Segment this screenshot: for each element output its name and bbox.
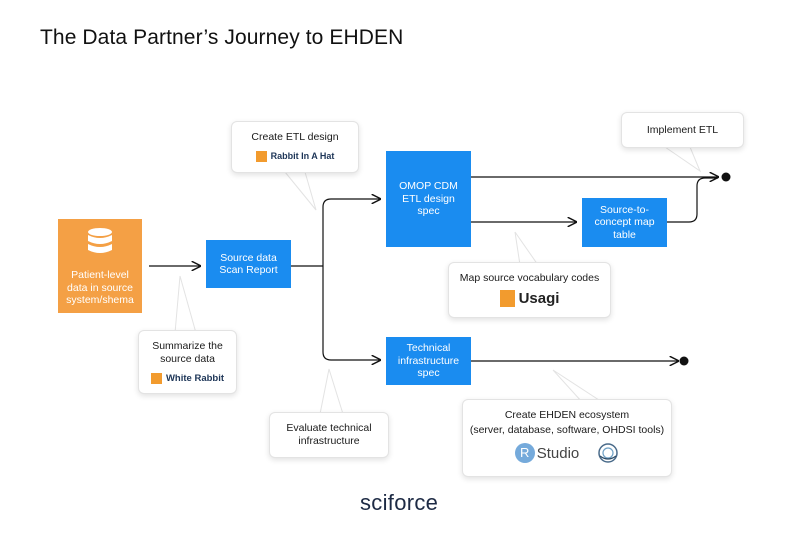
rabbit-in-a-hat-icon <box>255 151 267 162</box>
implement-etl-callout: Implement ETL <box>621 112 744 148</box>
arrow-to-tech <box>322 266 380 360</box>
database-icon <box>88 228 112 253</box>
ehden-ecosystem-title: Create EHDEN ecosystem <box>504 409 630 421</box>
evaluate-infrastructure-text: Evaluate technical infrastructure <box>286 422 372 447</box>
map-vocabulary-callout: Map source vocabulary codes Usagi <box>448 262 611 318</box>
usagi-logo: Usagi <box>518 290 560 307</box>
summarize-source-text: Summarize the source data <box>152 340 223 365</box>
create-etl-design-text: Create ETL design <box>251 131 339 143</box>
ehden-ecosystem-callout: Create EHDEN ecosystem (server, database… <box>462 399 672 477</box>
rabbit-in-a-hat-logo: Rabbit In A Hat <box>270 151 335 161</box>
ohdsi-icon <box>598 443 619 463</box>
omop-cdm-label: OMOP CDM ETL design spec <box>399 180 458 218</box>
technical-infrastructure-label: Technical infrastructure spec <box>397 342 460 380</box>
source-to-concept-label: Source-to-concept map table <box>594 203 655 241</box>
scan-report-box: Source data Scan Report <box>206 240 291 288</box>
white-rabbit-icon <box>150 373 162 384</box>
scan-report-label: Source data Scan Report <box>219 251 278 277</box>
rstudio-icon: R <box>514 443 535 463</box>
page-title: The Data Partner’s Journey to EHDEN <box>40 26 404 49</box>
white-rabbit-logo: White Rabbit <box>165 373 225 384</box>
evaluate-infrastructure-callout: Evaluate technical infrastructure <box>269 412 389 458</box>
usagi-icon <box>499 290 515 307</box>
ehden-ecosystem-subtitle: (server, database, software, OHDSI tools… <box>469 424 665 436</box>
endpoint-dot <box>721 172 731 182</box>
map-vocabulary-text: Map source vocabulary codes <box>459 272 600 284</box>
technical-infrastructure-box: Technical infrastructure spec <box>386 337 471 385</box>
summarize-source-callout: Summarize the source data White Rabbit <box>138 330 237 394</box>
source-to-concept-box: Source-to-concept map table <box>582 198 667 247</box>
patient-data-label: Patient-level data in source system/shem… <box>66 269 134 307</box>
arrow-s2c-to-end <box>667 177 718 223</box>
omop-cdm-box: OMOP CDM ETL design spec <box>386 151 471 247</box>
sciforce-logo: sciforce <box>360 490 439 515</box>
create-etl-design-callout: Create ETL design Rabbit In A Hat <box>231 121 359 173</box>
endpoint-dot <box>679 356 689 366</box>
rstudio-logo: Studio <box>536 444 580 462</box>
arrow-to-omop <box>322 199 380 266</box>
implement-etl-text: Implement ETL <box>646 123 719 136</box>
